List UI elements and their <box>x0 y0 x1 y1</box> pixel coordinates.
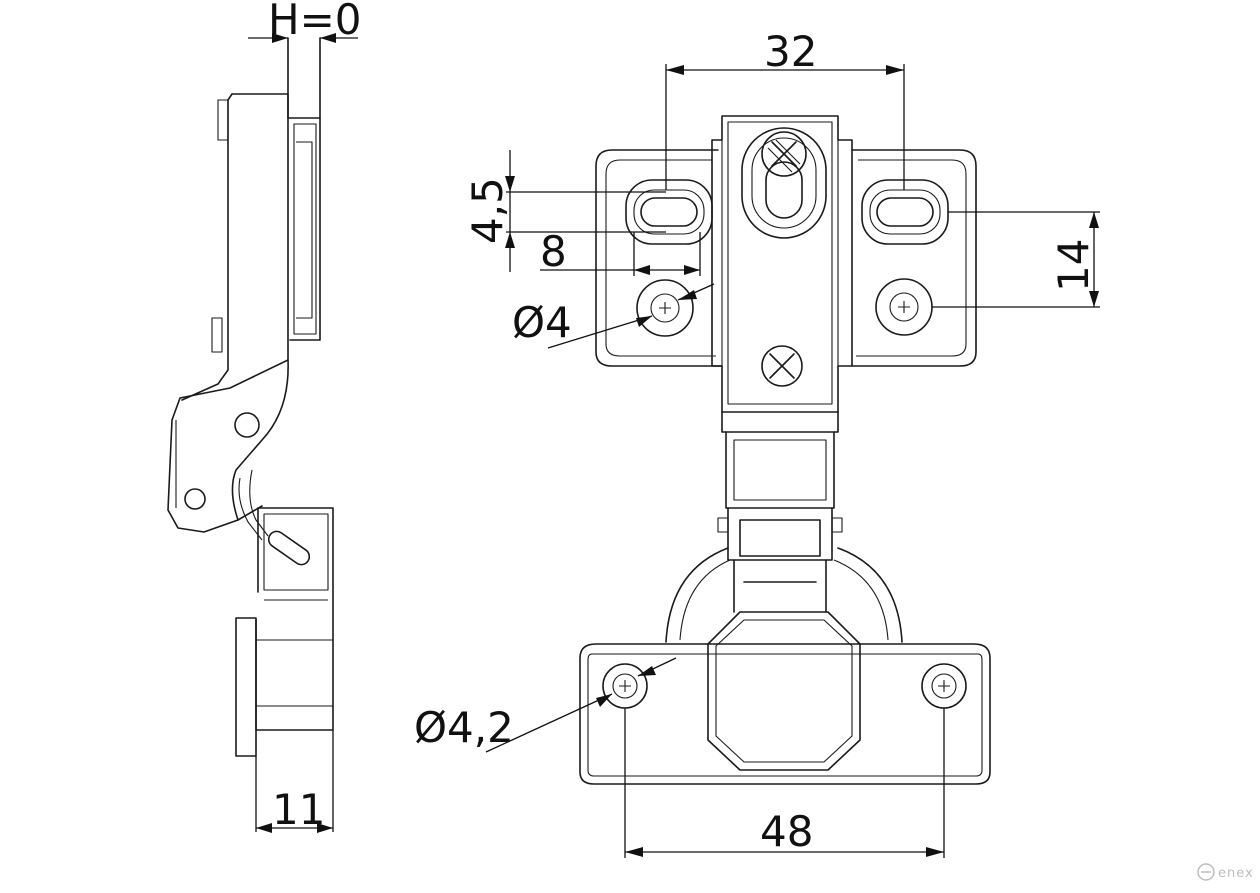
side-view: H=0 11 <box>167 0 362 834</box>
overlay-label: H=0 <box>268 0 362 44</box>
hole-diameter-cup-label: Ø4,2 <box>414 703 514 752</box>
slot-height-label: 4,5 <box>463 177 512 244</box>
front-view: 32 4,5 8 Ø4 14 Ø4,2 48 <box>414 27 1100 858</box>
logo-circle-icon <box>1197 863 1215 881</box>
width-48-label: 48 <box>760 807 813 856</box>
watermark-text: enex <box>1218 866 1254 881</box>
hole-diameter-plate-label: Ø4 <box>512 298 572 347</box>
spacing-14-label: 14 <box>1049 239 1098 292</box>
depth-11-label: 11 <box>272 785 325 834</box>
screw-cross-icon <box>761 131 807 177</box>
watermark: enex <box>1197 863 1254 881</box>
width-32-label: 32 <box>764 27 817 76</box>
slot-length-label: 8 <box>540 227 567 276</box>
